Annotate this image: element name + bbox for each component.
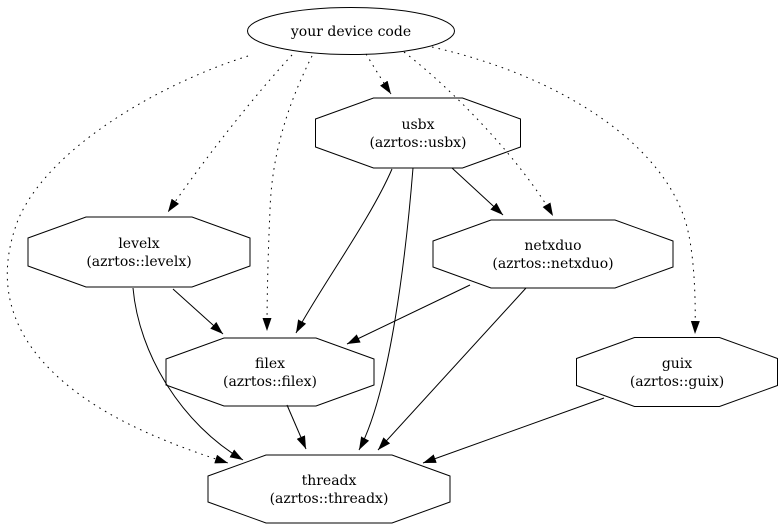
edge-guix-threadx bbox=[422, 397, 605, 464]
levelx-sublabel: (azrtos::levelx) bbox=[86, 254, 191, 270]
edge-device-guix bbox=[431, 46, 700, 335]
device-label: your device code bbox=[290, 24, 411, 40]
guix-sublabel: (azrtos::guix) bbox=[630, 374, 724, 390]
edge-usbx-filex bbox=[295, 168, 393, 334]
levelx-shape bbox=[27, 216, 251, 288]
edge-usbx-threadx bbox=[358, 167, 414, 451]
netxduo-sublabel: (azrtos::netxduo) bbox=[492, 256, 613, 272]
edge-device-levelx bbox=[167, 54, 293, 213]
netxduo-label: netxduo bbox=[524, 238, 581, 254]
node-usbx: usbx(azrtos::usbx) bbox=[315, 97, 521, 169]
node-netxduo: netxduo(azrtos::netxduo) bbox=[432, 219, 674, 289]
usbx-shape bbox=[315, 97, 521, 169]
node-threadx: threadx(azrtos::threadx) bbox=[207, 454, 451, 524]
guix-shape bbox=[576, 337, 778, 407]
threadx-shape bbox=[207, 454, 451, 524]
edge-netxduo-filex bbox=[346, 284, 471, 345]
edge-levelx-filex bbox=[172, 288, 224, 335]
node-device: your device code bbox=[247, 7, 455, 55]
edge-filex-threadx bbox=[286, 404, 307, 450]
edge-netxduo-threadx bbox=[377, 287, 527, 451]
node-filex: filex(azrtos::filex) bbox=[165, 337, 375, 407]
nodes-layer: your device codeusbx(azrtos::usbx)levelx… bbox=[27, 7, 778, 524]
levelx-label: levelx bbox=[118, 236, 159, 252]
filex-shape bbox=[165, 337, 375, 407]
edge-device-netxduo bbox=[403, 51, 554, 217]
filex-label: filex bbox=[255, 356, 285, 372]
edge-usbx-netxduo bbox=[451, 167, 504, 216]
node-guix: guix(azrtos::guix) bbox=[576, 337, 778, 407]
netxduo-shape bbox=[432, 219, 674, 289]
usbx-sublabel: (azrtos::usbx) bbox=[369, 135, 466, 151]
guix-label: guix bbox=[662, 356, 692, 372]
threadx-label: threadx bbox=[302, 473, 357, 489]
device-shape bbox=[247, 7, 455, 55]
edge-device-filex bbox=[262, 55, 313, 332]
edges-layer bbox=[6, 46, 700, 464]
node-levelx: levelx(azrtos::levelx) bbox=[27, 216, 251, 288]
usbx-label: usbx bbox=[401, 117, 434, 133]
edge-device-usbx bbox=[365, 53, 392, 95]
edge-device-threadx bbox=[6, 55, 249, 464]
threadx-sublabel: (azrtos::threadx) bbox=[270, 491, 389, 507]
filex-sublabel: (azrtos::filex) bbox=[223, 374, 317, 390]
